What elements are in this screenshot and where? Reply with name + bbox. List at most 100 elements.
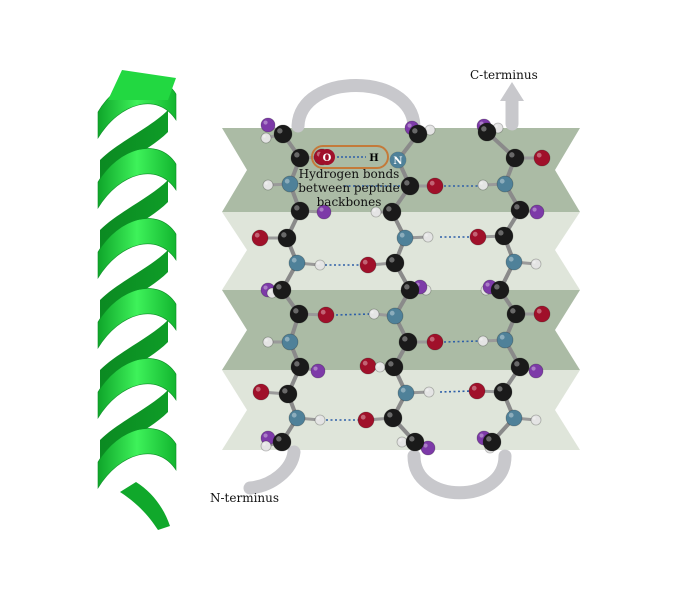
atom-shine bbox=[481, 126, 487, 132]
hydrogen-atom bbox=[423, 386, 435, 398]
carbon-atom bbox=[273, 124, 293, 144]
oxygen-atom bbox=[426, 177, 444, 195]
atom-shine bbox=[402, 336, 408, 342]
atom-shine bbox=[499, 334, 505, 340]
carbon-atom bbox=[383, 408, 403, 428]
atom-shine bbox=[388, 361, 394, 367]
atom-shine bbox=[425, 388, 429, 392]
atom-shine bbox=[294, 152, 300, 158]
atom-shine bbox=[282, 388, 288, 394]
helix-ribbon bbox=[97, 70, 177, 530]
atom-shine bbox=[412, 128, 418, 134]
atom-shine bbox=[386, 206, 392, 212]
carbon-atom bbox=[385, 253, 405, 273]
carbon-atom bbox=[290, 201, 310, 221]
atom-shine bbox=[291, 412, 297, 418]
carbon-atom bbox=[272, 432, 292, 452]
hydrogen-atom bbox=[262, 179, 274, 191]
hbond-caption-line1: Hydrogen bonds bbox=[299, 167, 400, 181]
helix-front-strand bbox=[97, 358, 177, 420]
atom-shine bbox=[254, 232, 260, 238]
atom-shine bbox=[320, 309, 326, 315]
helix-front-strand bbox=[97, 428, 177, 490]
nitrogen-atom bbox=[396, 229, 414, 247]
hydrogen-atom bbox=[314, 414, 326, 426]
side-chain-atom bbox=[316, 204, 332, 220]
atom-shine bbox=[407, 123, 412, 128]
atom-shine bbox=[276, 436, 282, 442]
atom-shine bbox=[423, 443, 428, 448]
atom-shine bbox=[262, 134, 266, 138]
hbond-highlight-outline bbox=[311, 145, 389, 169]
nitrogen-atom bbox=[496, 331, 514, 349]
atom-shine bbox=[263, 285, 268, 290]
highlight-oxygen-atom bbox=[319, 149, 335, 165]
atom-shine bbox=[398, 438, 402, 442]
oxygen-atom bbox=[317, 306, 335, 324]
atom-shine bbox=[360, 414, 366, 420]
atom-shine bbox=[509, 152, 515, 158]
carbon-atom bbox=[277, 228, 297, 248]
carbon-atom bbox=[506, 304, 526, 324]
atom-shine bbox=[387, 412, 393, 418]
carbon-atom bbox=[494, 226, 514, 246]
highlight-hydrogen-letter: H bbox=[369, 153, 378, 164]
atom-shine bbox=[508, 412, 514, 418]
oxygen-atom bbox=[426, 333, 444, 351]
helix-front-strand bbox=[97, 288, 177, 350]
atom-shine bbox=[479, 181, 483, 185]
atom-shine bbox=[514, 204, 520, 210]
atom-shine bbox=[426, 126, 430, 130]
atom-shine bbox=[294, 205, 300, 211]
atom-shine bbox=[494, 284, 500, 290]
oxygen-atom bbox=[359, 256, 377, 274]
atom-shine bbox=[262, 442, 266, 446]
atom-shine bbox=[399, 232, 405, 238]
atom-shine bbox=[424, 233, 428, 237]
hydrogen-atom bbox=[477, 179, 489, 191]
side-chain-atom bbox=[310, 363, 326, 379]
atom-shine bbox=[429, 336, 435, 342]
atom-shine bbox=[263, 120, 268, 125]
atom-shine bbox=[264, 338, 268, 342]
atom-shine bbox=[294, 361, 300, 367]
bottom-loop-arc bbox=[407, 449, 512, 500]
atoms bbox=[251, 117, 551, 456]
hydrogen-atom bbox=[396, 436, 408, 448]
oxygen-atom bbox=[533, 149, 551, 167]
highlight-nitrogen-letter: N bbox=[393, 156, 402, 167]
atom-shine bbox=[532, 260, 536, 264]
atom-shine bbox=[255, 386, 261, 392]
oxygen-atom bbox=[359, 357, 377, 375]
atom-shine bbox=[508, 256, 514, 262]
highlight-nitrogen-atom bbox=[390, 152, 406, 168]
atom-shine bbox=[514, 361, 520, 367]
backbone-sheets bbox=[222, 128, 580, 450]
helix-bottom-tail bbox=[120, 482, 170, 530]
carbon-atom bbox=[408, 124, 428, 144]
atom-shine bbox=[277, 128, 283, 134]
hydrogen-bond-dots bbox=[335, 313, 371, 316]
carbon-atom bbox=[400, 176, 420, 196]
atom-shine bbox=[498, 230, 504, 236]
hydrogen-atom bbox=[314, 259, 326, 271]
atom-shine bbox=[316, 416, 320, 420]
atom-shine bbox=[409, 436, 415, 442]
atom-shine bbox=[404, 284, 410, 290]
hbond-caption-line3: backbones bbox=[317, 195, 382, 209]
atom-shine bbox=[531, 366, 536, 371]
nitrogen-atom bbox=[288, 409, 306, 427]
atom-shine bbox=[372, 208, 376, 212]
atom-shine bbox=[404, 180, 410, 186]
nitrogen-atom bbox=[397, 384, 415, 402]
hydrogen-atom bbox=[477, 335, 489, 347]
carbon-atom bbox=[477, 122, 497, 142]
nitrogen-atom bbox=[505, 409, 523, 427]
atom-shine bbox=[293, 308, 299, 314]
oxygen-atom bbox=[468, 382, 486, 400]
hydrogen-atom bbox=[262, 336, 274, 348]
hydrogen-atom bbox=[260, 132, 272, 144]
hydrogen-atom bbox=[422, 231, 434, 243]
nitrogen-atom bbox=[281, 175, 299, 193]
